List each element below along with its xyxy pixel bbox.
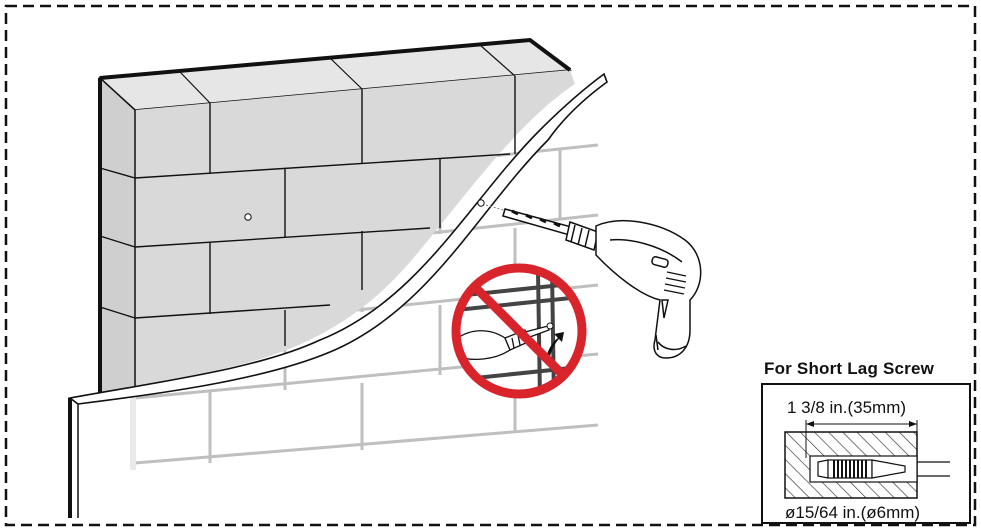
- dashed-border: [4, 4, 977, 527]
- prohibited-icon: [451, 263, 587, 399]
- concrete-block-wall: [98, 37, 575, 396]
- depth-dimension-label: 1 3/8 in.(35mm): [787, 398, 907, 417]
- lag-screw-detail: [761, 383, 971, 524]
- lag-screw-title: For Short Lag Screw: [764, 359, 935, 378]
- diameter-dimension-label: ø15/64 in.(ø6mm): [785, 503, 921, 522]
- arrow-icon: [545, 332, 564, 360]
- pilot-hole: [244, 213, 252, 221]
- drill-icon: [502, 208, 702, 359]
- drywall-panel: [68, 72, 608, 518]
